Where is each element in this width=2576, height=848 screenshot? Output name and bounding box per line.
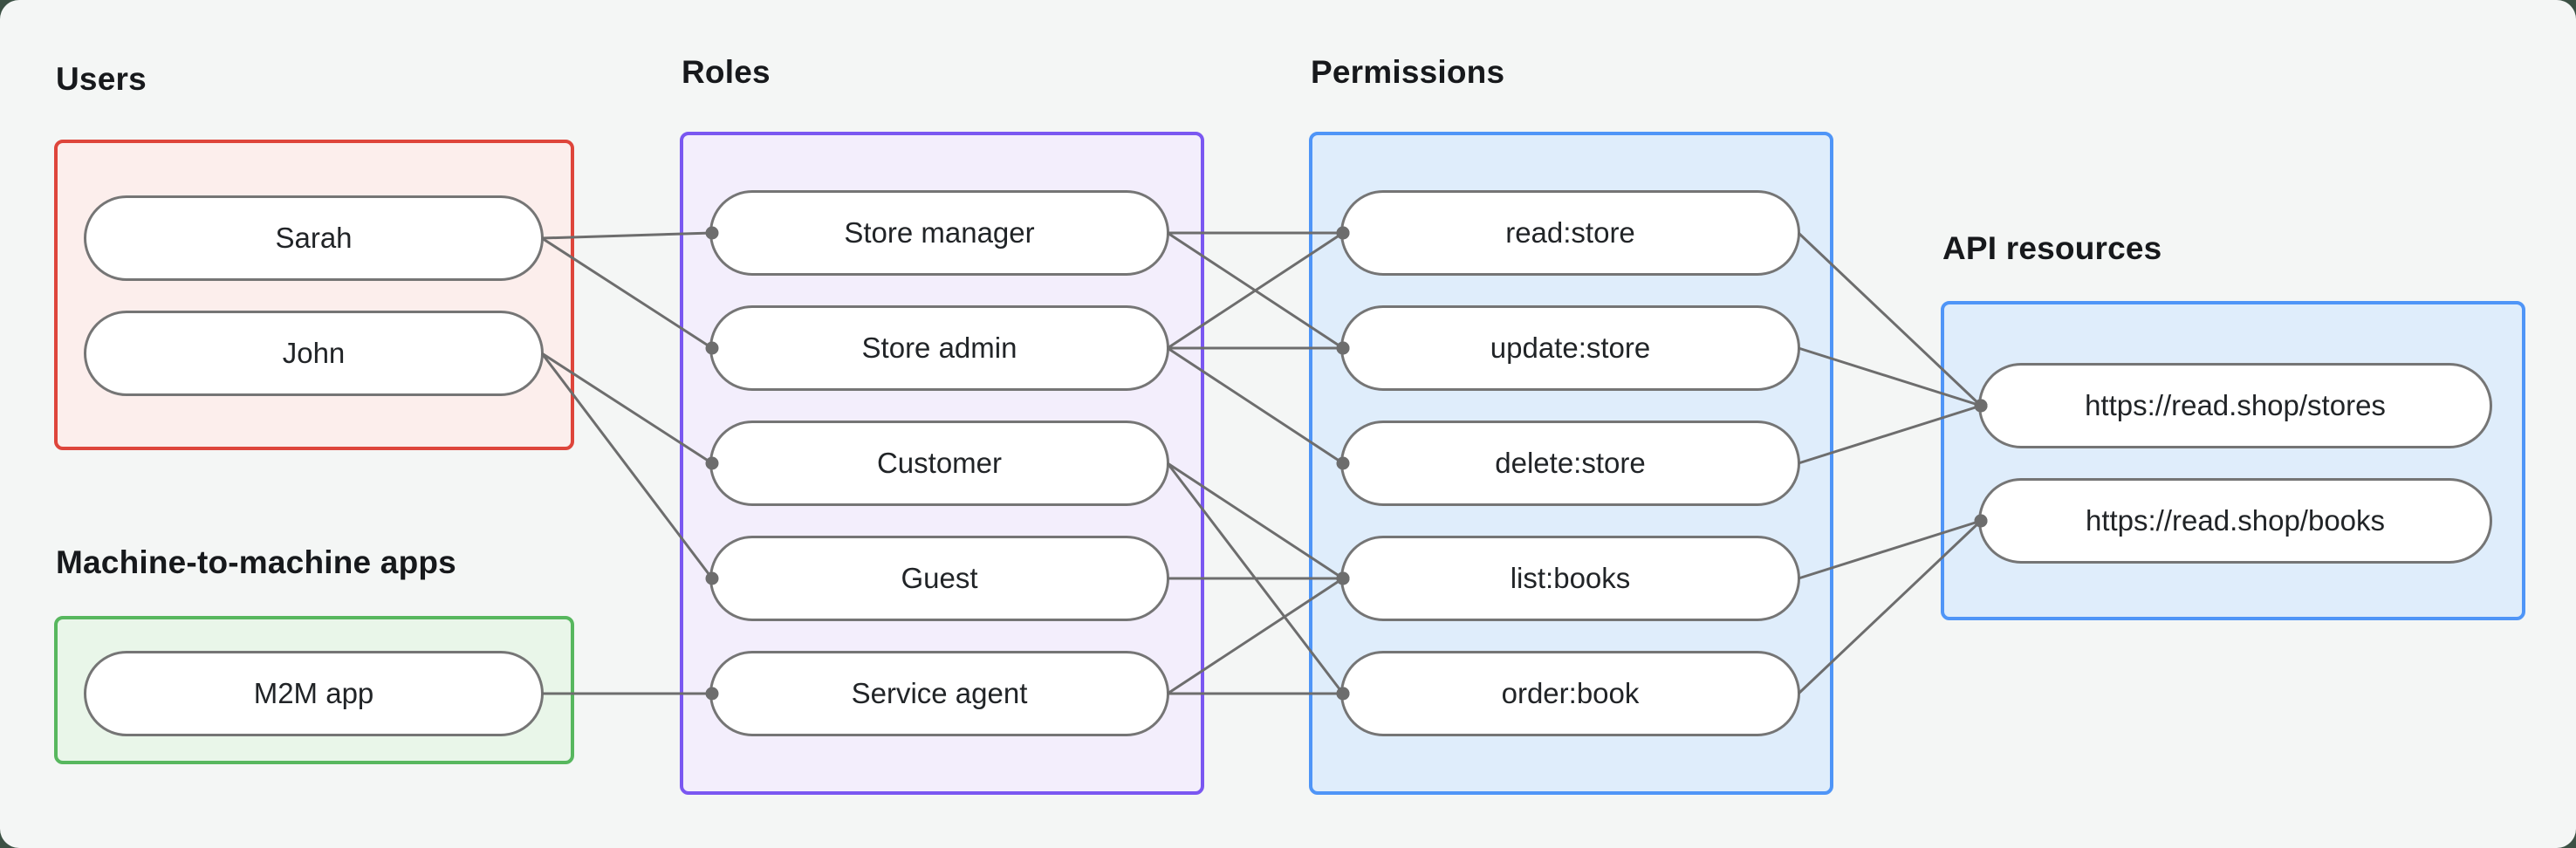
node-api-resource-stores: https://read.shop/stores [1978, 363, 2492, 448]
permissions-group-label: Permissions [1311, 54, 1505, 90]
m2m-group-label: Machine-to-machine apps [56, 544, 456, 580]
node-role-store-admin: Store admin [709, 305, 1169, 391]
node-user-sarah: Sarah [84, 195, 544, 281]
roles-group-label: Roles [682, 54, 771, 90]
node-user-john: John [84, 311, 544, 396]
users-group-box [54, 140, 574, 450]
node-permission-delete-store: delete:store [1340, 421, 1800, 506]
node-role-service-agent: Service agent [709, 651, 1169, 736]
api-resources-group-box [1941, 301, 2525, 620]
node-role-store-manager: Store manager [709, 190, 1169, 276]
node-api-resource-books: https://read.shop/books [1978, 478, 2492, 564]
api-resources-group-label: API resources [1942, 230, 2162, 266]
users-group-label: Users [56, 61, 147, 97]
node-m2m-app: M2M app [84, 651, 544, 736]
node-role-guest: Guest [709, 536, 1169, 621]
node-permission-update-store: update:store [1340, 305, 1800, 391]
node-permission-list-books: list:books [1340, 536, 1800, 621]
node-permission-order-book: order:book [1340, 651, 1800, 736]
node-role-customer: Customer [709, 421, 1169, 506]
node-permission-read-store: read:store [1340, 190, 1800, 276]
